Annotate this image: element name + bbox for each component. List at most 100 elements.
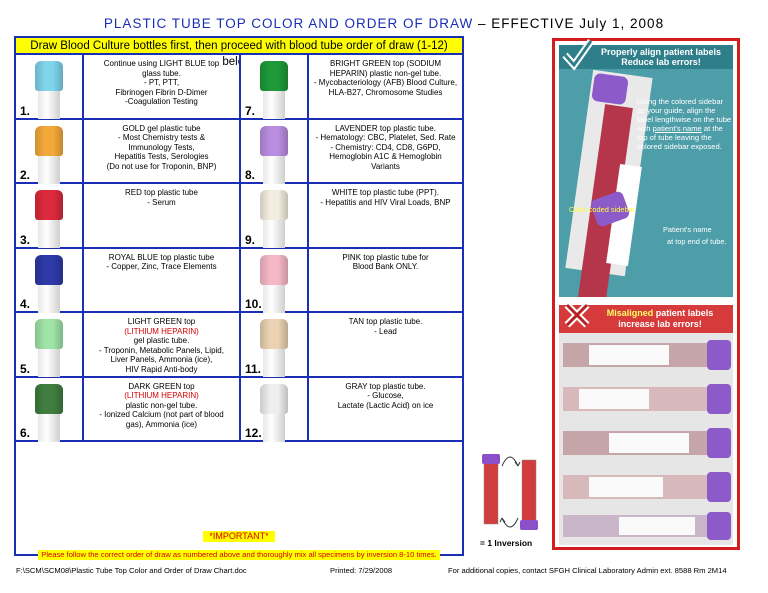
footer-path: F:\SCM\SCM08\Plastic Tube Top Color and …: [16, 566, 247, 575]
x-mark-icon: [564, 302, 590, 328]
tube-number: 11.: [245, 361, 262, 376]
tube-description: RED top plastic tube- Serum: [86, 188, 237, 207]
order-of-draw-chart: Draw Blood Culture bottles first, then p…: [14, 36, 464, 560]
description-line: TAN top plastic tube.: [348, 317, 423, 326]
description-line: - PT, PTT,: [143, 78, 180, 88]
tube-cap-icon: [260, 125, 288, 156]
name-callout-1: Patient's name: [663, 225, 712, 234]
tube-image-box: 11.: [241, 313, 309, 377]
description-line: (LITHIUM HEPARIN): [124, 391, 199, 401]
tube-description: GOLD gel plastic tube- Most Chemistry te…: [86, 124, 237, 172]
tube-body-icon: [263, 153, 285, 184]
tube-cap-icon: [260, 61, 288, 91]
name-callout-2: at top end of tube.: [667, 237, 727, 246]
tube-body-icon: [38, 347, 60, 377]
description-line: - Glucose,: [367, 391, 404, 401]
tube-image-box: 1.: [16, 55, 84, 119]
sidebar-callout: Color coded sidebar: [569, 205, 636, 214]
description-line: Liver Panels, Ammonia (ice),: [110, 355, 213, 365]
tube-entry-3: 3.RED top plastic tube- Serum: [16, 184, 241, 248]
tube-cap-icon: [35, 190, 63, 220]
description-line: RED top plastic tube: [125, 188, 198, 197]
tube-number: 10.: [245, 297, 262, 311]
tube-entry-11: 11. TAN top plastic tube.- Lead: [241, 313, 462, 377]
tube-row: 5. LIGHT GREEN top(LITHIUM HEPARIN)gel pl…: [16, 313, 462, 378]
description-line: - Troponin, Metabolic Panels, Lipid,: [99, 345, 224, 355]
tube-number: 2.: [20, 168, 31, 182]
tube-row: 6. DARK GREEN top(LITHIUM HEPARIN)plastic…: [16, 377, 462, 442]
description-line: Hemoglobin A1C & Hemoglobin: [329, 152, 442, 162]
chart-header: Draw Blood Culture bottles first, then p…: [16, 38, 462, 68]
description-line: gas), Ammonia (ice): [125, 419, 198, 429]
tube-entry-5: 5. LIGHT GREEN top(LITHIUM HEPARIN)gel pl…: [16, 313, 241, 377]
tube-cap-icon: [35, 254, 63, 285]
tube-cap-icon: [35, 61, 63, 91]
tube-body-icon: [38, 89, 60, 119]
tube-description: GRAY top plastic tube.- Glucose,Lactate …: [311, 382, 460, 411]
tube-row: 4.ROYAL BLUE top plastic tube- Copper, Z…: [16, 248, 462, 313]
tube-image-box: 5.: [16, 313, 84, 377]
tube-image-box: 8.: [241, 119, 309, 184]
misaligned-banner: Misaligned patient labels increase lab e…: [559, 305, 733, 333]
tube-body-icon: [263, 89, 285, 119]
tube-image-box: 10.: [241, 248, 309, 313]
tube-body-icon: [38, 282, 60, 313]
tube-description: LIGHT GREEN top(LITHIUM HEPARIN)gel plas…: [86, 317, 237, 375]
tube-image-box: 12.: [241, 377, 309, 442]
description-line: - Ionized Calcium (not part of blood: [99, 410, 224, 420]
description-line: PINK top plastic tube for: [342, 252, 429, 262]
tube-cap-icon: [35, 125, 63, 156]
misaligned-tubes-image: [563, 340, 731, 540]
description-line: - Mycobacteriology (AFB) Blood Culture,: [313, 78, 458, 88]
tube-body-icon: [38, 218, 60, 248]
tube-cap-icon: [260, 319, 288, 349]
description-line: (Do not use for Troponin, BNP): [106, 161, 217, 171]
tube-entry-2: 2. GOLD gel plastic tube- Most Chemistry …: [16, 119, 241, 184]
tube-description: DARK GREEN top(LITHIUM HEPARIN)plastic n…: [86, 382, 237, 430]
footer-contact: For additional copies, contact SFGH Clin…: [448, 566, 727, 575]
tube-number: 8.: [245, 168, 256, 182]
description-line: HLA-B27, Chromosome Studies: [328, 87, 443, 97]
description-line: HIV Rapid Anti-body: [125, 364, 198, 374]
description-line: BRIGHT GREEN top (SODIUM: [330, 59, 441, 68]
tube-body-icon: [263, 411, 285, 442]
tube-number: 12.: [245, 426, 262, 440]
tube-entry-6: 6. DARK GREEN top(LITHIUM HEPARIN)plastic…: [16, 377, 241, 442]
tube-row: 3.RED top plastic tube- Serum 9. WHITE top…: [16, 184, 462, 249]
tube-image-box: 3.: [16, 184, 84, 248]
important-text: Please follow the correct order of draw …: [38, 550, 440, 560]
description-line: plastic non-gel tube.: [125, 400, 198, 410]
misaligned-panel: Misaligned patient labels increase lab e…: [559, 302, 733, 545]
description-line: - Copper, Zinc, Trace Elements: [106, 262, 217, 272]
description-line: - Lead: [374, 326, 397, 336]
tube-entry-8: 8.LAVENDER top plastic tube.- Hematology…: [241, 119, 462, 184]
description-line: Fibrinogen Fibrin D-Dimer: [115, 87, 208, 97]
description-line: Hepatitis Tests, Serologies: [114, 152, 209, 162]
label-alignment-panel: Properly align patient labels Reduce lab…: [552, 38, 740, 550]
tube-cap-icon: [260, 254, 288, 285]
tube-cap-icon: [260, 190, 288, 220]
tube-body-icon: [38, 411, 60, 442]
tube-number: 6.: [20, 426, 31, 440]
page-title: PLASTIC TUBE TOP COLOR AND ORDER OF DRAW…: [103, 16, 665, 31]
description-line: Variants: [371, 161, 400, 171]
proper-alignment-panel: Properly align patient labels Reduce lab…: [559, 38, 733, 297]
description-line: DARK GREEN top: [128, 381, 195, 391]
tube-body-icon: [263, 347, 285, 377]
tube-number: 5.: [20, 361, 31, 376]
tube-description: TAN top plastic tube.- Lead: [311, 317, 460, 336]
inversion-diagram: = 1 Inversion: [478, 452, 542, 548]
tube-body-icon: [263, 282, 285, 313]
description-line: LIGHT GREEN top: [127, 317, 196, 326]
tube-number: 4.: [20, 297, 31, 311]
inversion-tubes-image: [482, 454, 538, 530]
description-line: gel plastic tube.: [133, 336, 190, 346]
tube-number: 9.: [245, 232, 256, 247]
description-line: WHITE top plastic tube (PPT).: [331, 188, 440, 197]
description-line: LAVENDER top plastic tube.: [335, 123, 436, 133]
